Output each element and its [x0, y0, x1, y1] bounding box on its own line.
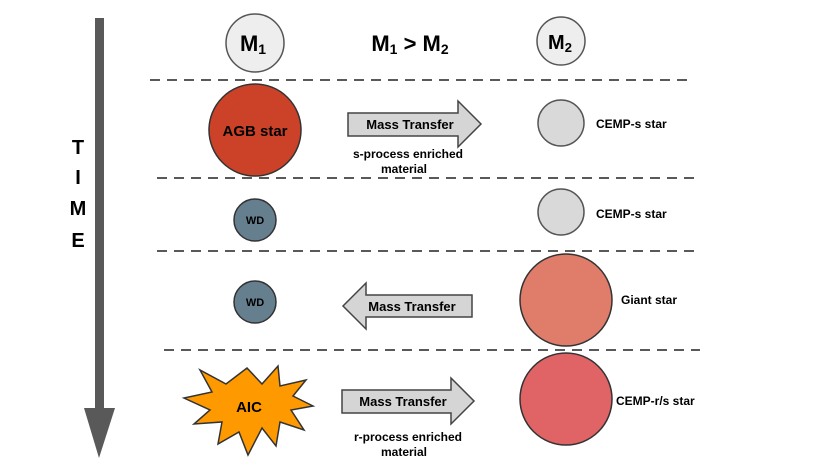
aic-label: AIC — [236, 399, 262, 416]
agb-star-label: AGB star — [222, 123, 287, 140]
time-letter-i: I — [75, 167, 81, 189]
cemp-s-star-2 — [537, 188, 585, 236]
note-2-line-1: r-process enriched — [354, 430, 462, 444]
cemp-s-star-2-label: CEMP-s star — [596, 207, 667, 221]
cemp-s-star-1-label: CEMP-s star — [596, 117, 667, 131]
m1-circle — [225, 13, 285, 73]
white-dwarf-2 — [233, 280, 277, 324]
mass-transfer-label-2: Mass Transfer — [368, 299, 455, 314]
white-dwarf-1 — [233, 198, 277, 242]
mass-transfer-arrow-3 — [341, 376, 476, 426]
aic-burst — [181, 364, 316, 457]
note-1-line-2: material — [381, 162, 427, 176]
m2-label: M2 — [548, 32, 572, 55]
giant-star — [519, 253, 613, 347]
mass-transfer-arrow-1 — [347, 99, 483, 149]
header-row: M1 M1 > M2 M2 — [225, 13, 586, 73]
note-1-line-1: s-process enriched — [353, 147, 463, 161]
m2-circle — [536, 16, 586, 66]
stage-2: WD CEMP-s star — [233, 188, 667, 242]
stage-3: WD Mass Transfer Giant star — [233, 253, 677, 347]
stage-1: AGB star Mass Transfer s-process enriche… — [208, 83, 667, 177]
mass-transfer-label-1: Mass Transfer — [366, 117, 453, 132]
giant-star-label: Giant star — [621, 293, 677, 307]
time-letter-e: E — [71, 230, 84, 252]
time-letter-m: M — [70, 198, 87, 220]
cemp-s-star-1 — [537, 99, 585, 147]
agb-star — [208, 83, 302, 177]
stage-dividers — [150, 79, 700, 351]
time-label: T I M E — [70, 137, 87, 252]
white-dwarf-1-label: WD — [246, 215, 264, 227]
mass-transfer-arrow-2 — [341, 281, 473, 331]
stage-4: AIC Mass Transfer r-process enriched mat… — [181, 352, 695, 459]
cemp-rs-star-label: CEMP-r/s star — [616, 394, 695, 408]
mass-relation: M1 > M2 — [371, 31, 449, 57]
cemp-rs-star — [519, 352, 613, 446]
white-dwarf-2-label: WD — [246, 297, 264, 309]
m1-label: M1 — [240, 31, 266, 57]
time-axis-shaft — [95, 18, 104, 423]
time-axis — [84, 18, 115, 458]
note-2-line-2: material — [381, 445, 427, 459]
mass-transfer-label-3: Mass Transfer — [359, 394, 446, 409]
time-letter-t: T — [72, 137, 84, 159]
time-axis-arrowhead — [84, 408, 115, 458]
